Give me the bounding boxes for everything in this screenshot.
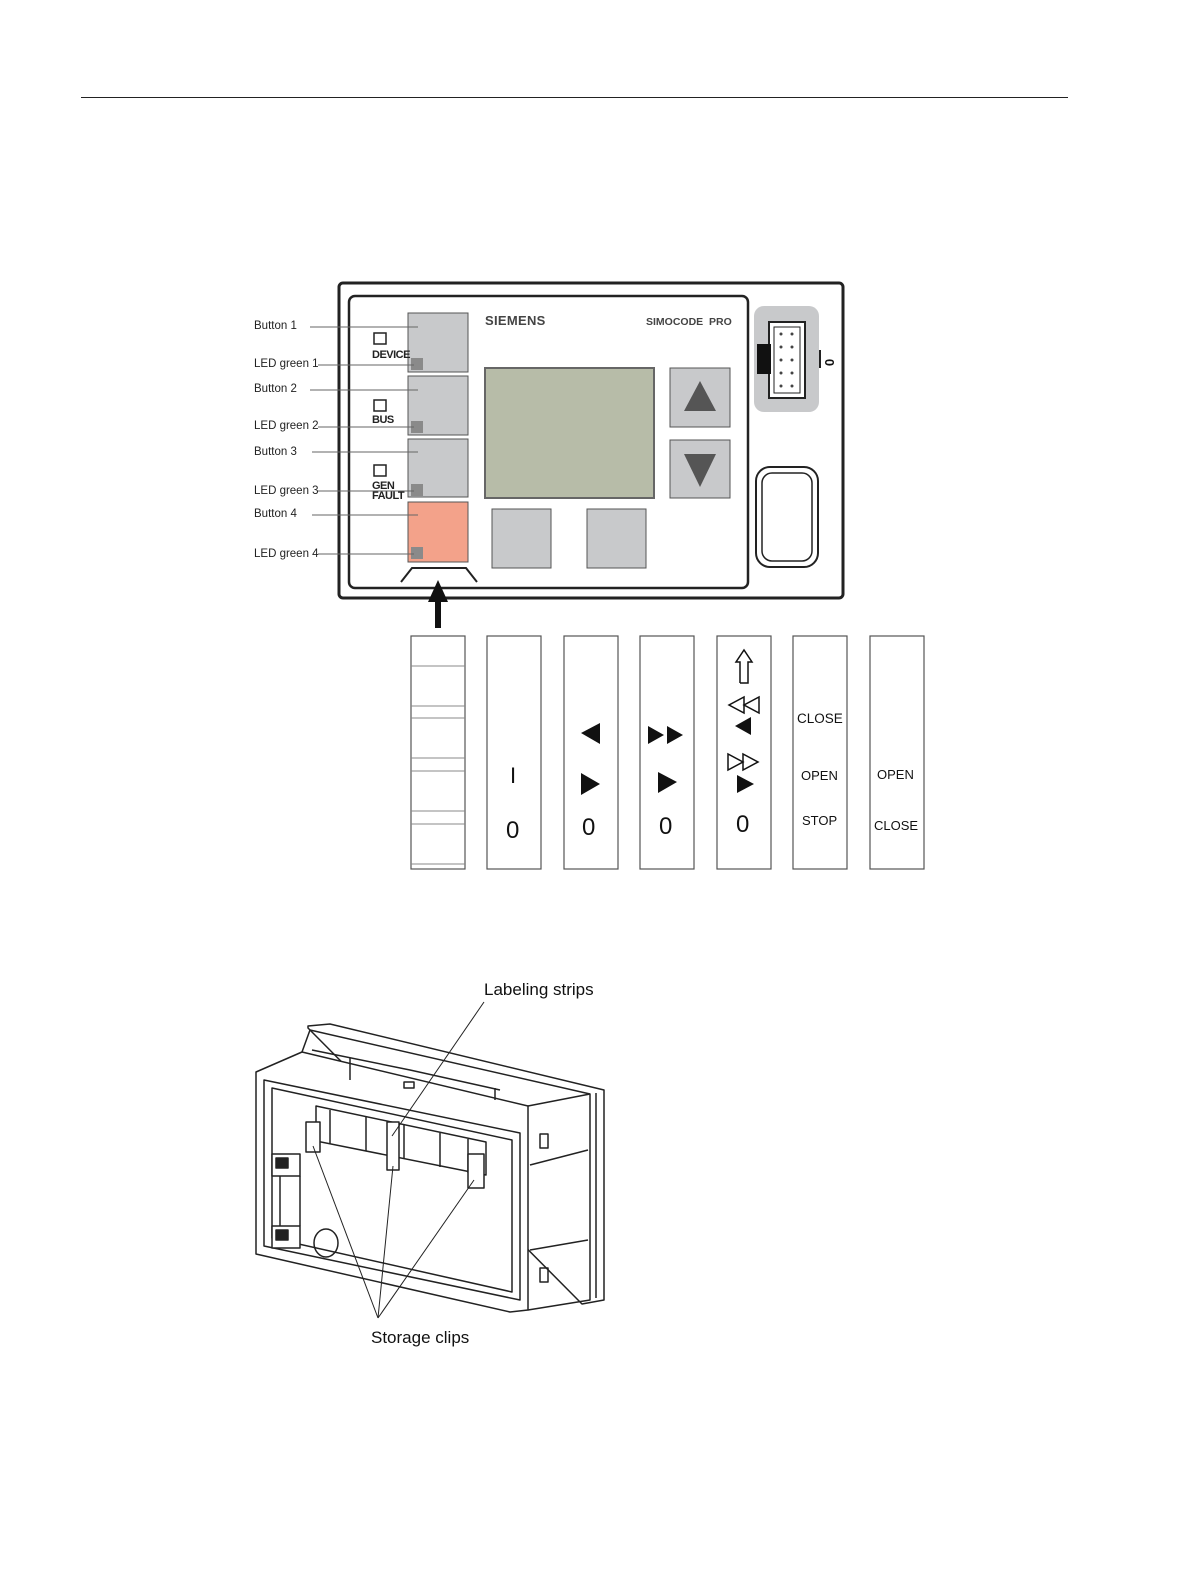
storage-clips-caption: Storage clips [371, 1328, 469, 1348]
storage-clip-left [306, 1122, 320, 1152]
labeling-strips-caption: Labeling strips [484, 980, 594, 1000]
storage-clip-right [468, 1154, 484, 1188]
